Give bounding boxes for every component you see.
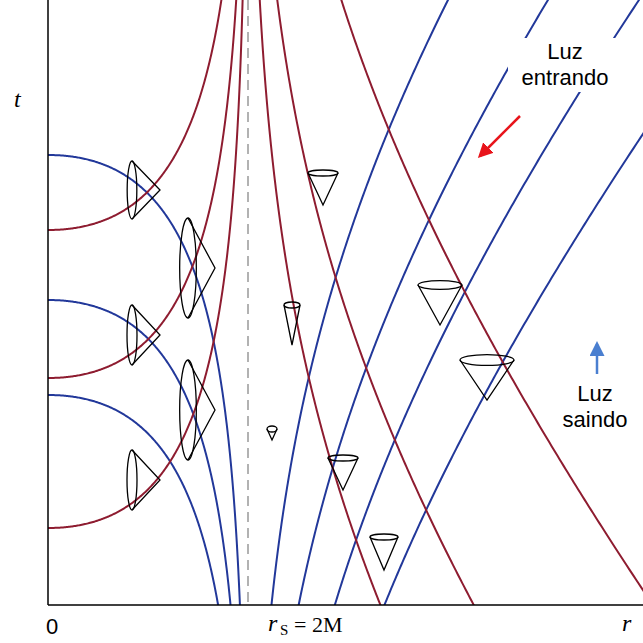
light-cone [418, 281, 462, 325]
light-cone [180, 218, 215, 318]
ray-label: Luz entrando [508, 38, 622, 92]
light-cone [180, 360, 215, 460]
cone-rim [180, 218, 197, 318]
light-cone [127, 305, 160, 365]
radius-subscript: S [280, 622, 288, 639]
cone-rim [370, 534, 398, 540]
axis-label: r [622, 610, 631, 637]
light-ray [248, 0, 643, 605]
light-cone [127, 450, 160, 510]
light-cone [284, 302, 300, 345]
cone-side [418, 285, 462, 325]
axis-label: t [14, 86, 21, 113]
light-ray [248, 0, 643, 605]
horizon-line [247, 0, 249, 605]
origin-label: 0 [46, 614, 58, 640]
radius-value: = 2M [294, 612, 342, 638]
light-ray [248, 126, 643, 605]
cone-rim [460, 355, 514, 366]
light-ray [48, 300, 248, 605]
ingoing-arrow [480, 116, 520, 156]
light-cones [127, 161, 514, 570]
r-axis [48, 604, 643, 606]
null-geodesics [48, 0, 643, 605]
light-ray [248, 0, 643, 605]
radius-symbol: r [268, 610, 277, 637]
cone-rim [127, 161, 137, 219]
light-cone [328, 455, 358, 490]
light-ray [48, 395, 248, 605]
cone-side [370, 537, 398, 570]
light-ray [48, 155, 248, 605]
light-cone [370, 534, 398, 570]
cone-rim [418, 281, 462, 290]
light-cone [127, 161, 160, 219]
light-ray [48, 0, 248, 528]
cone-rim [308, 170, 338, 176]
light-cone [308, 170, 338, 205]
light-ray [248, 0, 643, 605]
light-cone [267, 426, 277, 440]
ray-label: Luz saindo [550, 380, 640, 434]
cone-rim [328, 455, 358, 461]
cone-side [308, 173, 338, 205]
outgoing-arrow [596, 344, 599, 374]
cone-rim [267, 426, 277, 432]
light-ray [48, 0, 248, 230]
cone-side [328, 458, 358, 490]
light-ray [248, 0, 643, 598]
cone-rim [180, 360, 197, 460]
cone-rim [127, 305, 137, 365]
light-ray [248, 0, 643, 605]
cone-rim [127, 450, 137, 510]
t-axis [47, 0, 49, 605]
light-cone [460, 355, 514, 400]
cone-rim [284, 302, 300, 308]
cone-side [284, 305, 300, 345]
